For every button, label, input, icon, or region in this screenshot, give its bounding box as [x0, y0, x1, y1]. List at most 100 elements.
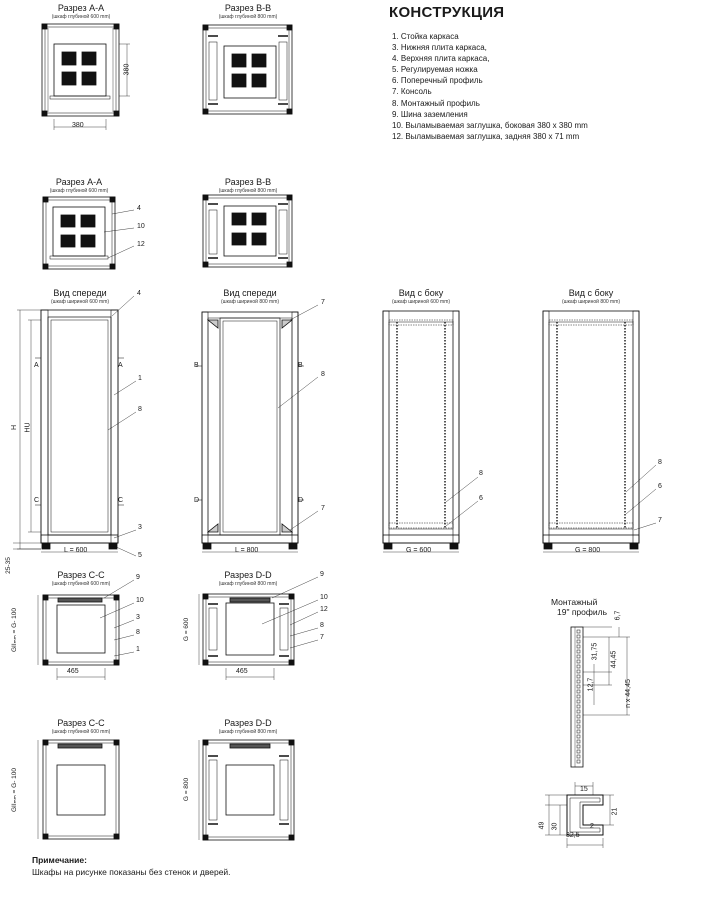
- callout-1: 1: [136, 646, 140, 653]
- construction-heading: КОНСТРУКЦИЯ: [389, 4, 505, 21]
- note-title: Примечание:: [32, 855, 87, 865]
- profile-hole: [576, 654, 581, 659]
- section-aa-top-drawing: [41, 23, 130, 130]
- front-view-800-drawing: [196, 304, 319, 553]
- dim-21: 21: [611, 807, 619, 816]
- callout-4: 4: [137, 205, 141, 212]
- section-mark-C: C: [118, 497, 124, 504]
- front-view-600-title: Вид спереди: [53, 288, 107, 298]
- callout-7: 7: [321, 505, 325, 512]
- dim-380-horizontal: 380: [72, 122, 84, 129]
- section-mark-B: B: [298, 362, 303, 369]
- dim-15: 15: [580, 786, 588, 793]
- profile-hole: [576, 694, 581, 699]
- section-dd-lower-drawing: [198, 576, 319, 680]
- dim-2: 2: [590, 823, 594, 830]
- dim-G600: G = 600: [406, 547, 432, 554]
- profile-hole: [576, 674, 581, 679]
- callout-10: 10: [320, 594, 328, 601]
- front-view-600-drawing: [13, 295, 137, 557]
- profile-hole: [576, 754, 581, 759]
- dim-H: H: [11, 424, 19, 431]
- profile-title-line2: 19" профиль: [557, 607, 608, 617]
- legend-item: 10. Выламываемая заглушка, боковая 380 x…: [392, 120, 588, 130]
- section-mark-A: A: [34, 362, 39, 369]
- dim-foot-adjust: 25-35: [4, 557, 12, 574]
- legend-item: 5. Регулируемая ножка: [392, 65, 478, 75]
- legend-item: 3. Нижняя плита каркаса,: [392, 43, 487, 53]
- section-bb-middle-subtitle: (шкаф глубиной 800 mm): [218, 188, 278, 194]
- callout-10: 10: [137, 223, 145, 230]
- section-cc-lower-title: Разрез C-C: [57, 570, 105, 580]
- parts-legend: 1. Стойка каркаса 3. Нижняя плита каркас…: [392, 31, 588, 142]
- dim-g800-dd: G = 800: [183, 777, 191, 802]
- section-cc-bottom-title: Разрез C-C: [57, 718, 105, 728]
- profile-hole: [576, 699, 581, 704]
- side-view-800-subtitle: (шкаф шириной 800 mm): [561, 299, 621, 305]
- profile-hole: [576, 749, 581, 754]
- callout-9: 9: [136, 574, 140, 581]
- section-cc-lower-subtitle: (шкаф глубиной 600 mm): [51, 581, 111, 587]
- callout-8: 8: [320, 622, 324, 629]
- section-aa-top-subtitle: (шкаф глубиной 600 mm): [51, 14, 111, 20]
- callout-6: 6: [658, 483, 662, 490]
- section-aa-middle-subtitle: (шкаф глубиной 600 mm): [49, 188, 109, 194]
- profile-hole: [576, 744, 581, 749]
- callout-12: 12: [137, 241, 145, 248]
- dim-6-7: 6,7: [614, 610, 622, 621]
- callout-7: 7: [320, 634, 324, 641]
- section-mark-A: A: [118, 362, 123, 369]
- profile-hole: [576, 634, 581, 639]
- section-bb-top-title: Разрез B-B: [224, 3, 272, 13]
- section-cc-bottom-drawing: [37, 739, 120, 840]
- callout-3: 3: [136, 614, 140, 621]
- section-bb-middle-drawing: [202, 194, 293, 268]
- legend-item: 1. Стойка каркаса: [392, 32, 459, 41]
- section-bb-top-drawing: [202, 24, 293, 115]
- profile-hole: [576, 644, 581, 649]
- dim-44-45: 44,45: [610, 650, 618, 669]
- profile-hole: [576, 679, 581, 684]
- dim-30: 30: [551, 822, 559, 831]
- legend-item: 7. Консоль: [392, 87, 432, 97]
- mounting-profile-drawing: [570, 626, 630, 768]
- section-dd-bottom-subtitle: (шкаф глубиной 800 mm): [218, 729, 278, 735]
- profile-hole: [576, 729, 581, 734]
- profile-hole: [576, 714, 581, 719]
- section-cc-bottom-subtitle: (шкаф глубиной 600 mm): [51, 729, 111, 735]
- legend-item: 8. Монтажный профиль: [392, 98, 480, 108]
- dim-12-7: 12,7: [587, 677, 595, 692]
- callout-6: 6: [479, 495, 483, 502]
- callout-7: 7: [321, 299, 325, 306]
- side-view-600-subtitle: (шкаф шириной 600 mm): [391, 299, 451, 305]
- callout-5: 5: [138, 552, 142, 559]
- dim-31-75: 31,75: [591, 642, 599, 661]
- profile-hole: [576, 724, 581, 729]
- section-cc-lower-drawing: [37, 579, 135, 680]
- dim-L800: L = 800: [235, 547, 259, 554]
- profile-hole: [576, 759, 581, 764]
- profile-cross-section-drawing: [545, 782, 614, 848]
- callout-8: 8: [658, 459, 662, 466]
- side-view-600-drawing: [382, 310, 479, 553]
- profile-hole: [576, 639, 581, 644]
- legend-item: 4. Верхняя плита каркаса,: [392, 54, 490, 64]
- section-dd-lower-title: Разрез D-D: [224, 570, 272, 580]
- callout-8: 8: [136, 629, 140, 636]
- profile-hole: [576, 629, 581, 634]
- section-bb-middle-title: Разрез B-B: [224, 177, 272, 187]
- callout-10: 10: [136, 597, 144, 604]
- callout-7: 7: [658, 517, 662, 524]
- section-mark-B: B: [194, 362, 199, 369]
- section-mark-D: D: [194, 497, 200, 504]
- side-view-600-title: Вид с боку: [398, 288, 444, 298]
- dim-HU: HU: [24, 422, 32, 433]
- profile-hole: [576, 734, 581, 739]
- callout-12: 12: [320, 606, 328, 613]
- profile-hole: [576, 689, 581, 694]
- profile-hole: [576, 649, 581, 654]
- callout-8: 8: [321, 371, 325, 378]
- legend-item: 9. Шина заземления: [392, 109, 468, 119]
- section-dd-lower-subtitle: (шкаф глубиной 800 mm): [218, 581, 278, 587]
